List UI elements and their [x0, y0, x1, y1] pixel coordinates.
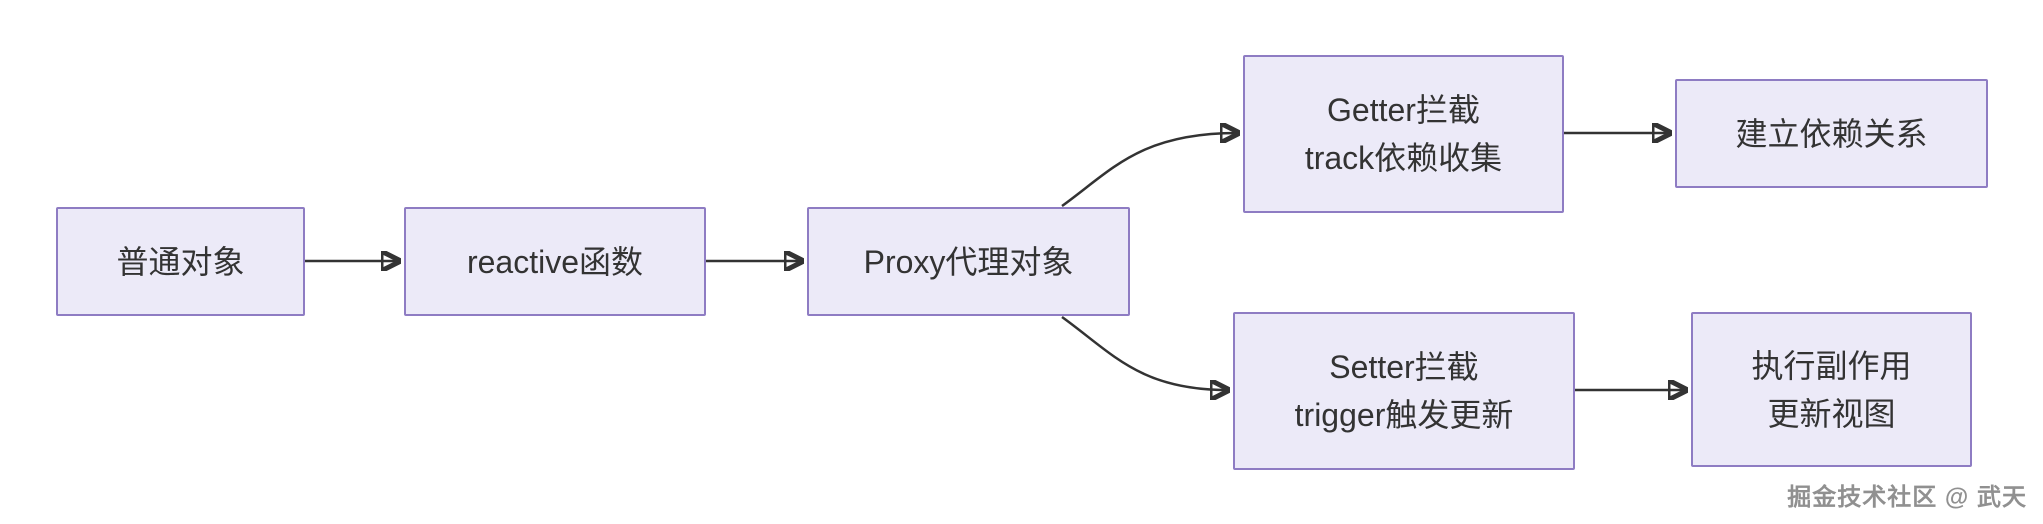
node-label-line1: Setter拦截: [1329, 349, 1479, 385]
node-reactive-function: reactive函数: [404, 207, 706, 316]
node-label-line1: 执行副作用: [1751, 347, 1912, 384]
node-getter-track: Getter拦截 track依赖收集: [1243, 55, 1564, 213]
node-label-line1: Getter拦截: [1327, 92, 1480, 128]
edge-proxy-to-getter: [1061, 133, 1237, 208]
node-label: 建立依赖关系: [1735, 115, 1928, 152]
node-build-dependency: 建立依赖关系: [1675, 79, 1988, 188]
node-label-line2: track依赖收集: [1304, 140, 1503, 176]
node-label: reactive函数: [466, 243, 644, 280]
node-label-line2: 更新视图: [1767, 395, 1896, 432]
watermark-text: 掘金技术社区 @ 武天: [1787, 484, 2027, 511]
node-label-line2: trigger触发更新: [1294, 397, 1514, 433]
node-plain-object: 普通对象: [56, 207, 305, 316]
edge-proxy-to-setter: [1061, 315, 1227, 390]
node-proxy-object: Proxy代理对象: [807, 207, 1130, 316]
node-setter-trigger: Setter拦截 trigger触发更新: [1233, 312, 1575, 470]
node-run-side-effect: 执行副作用 更新视图: [1691, 312, 1972, 467]
node-label: 普通对象: [116, 243, 245, 280]
node-label: Proxy代理对象: [863, 243, 1074, 280]
